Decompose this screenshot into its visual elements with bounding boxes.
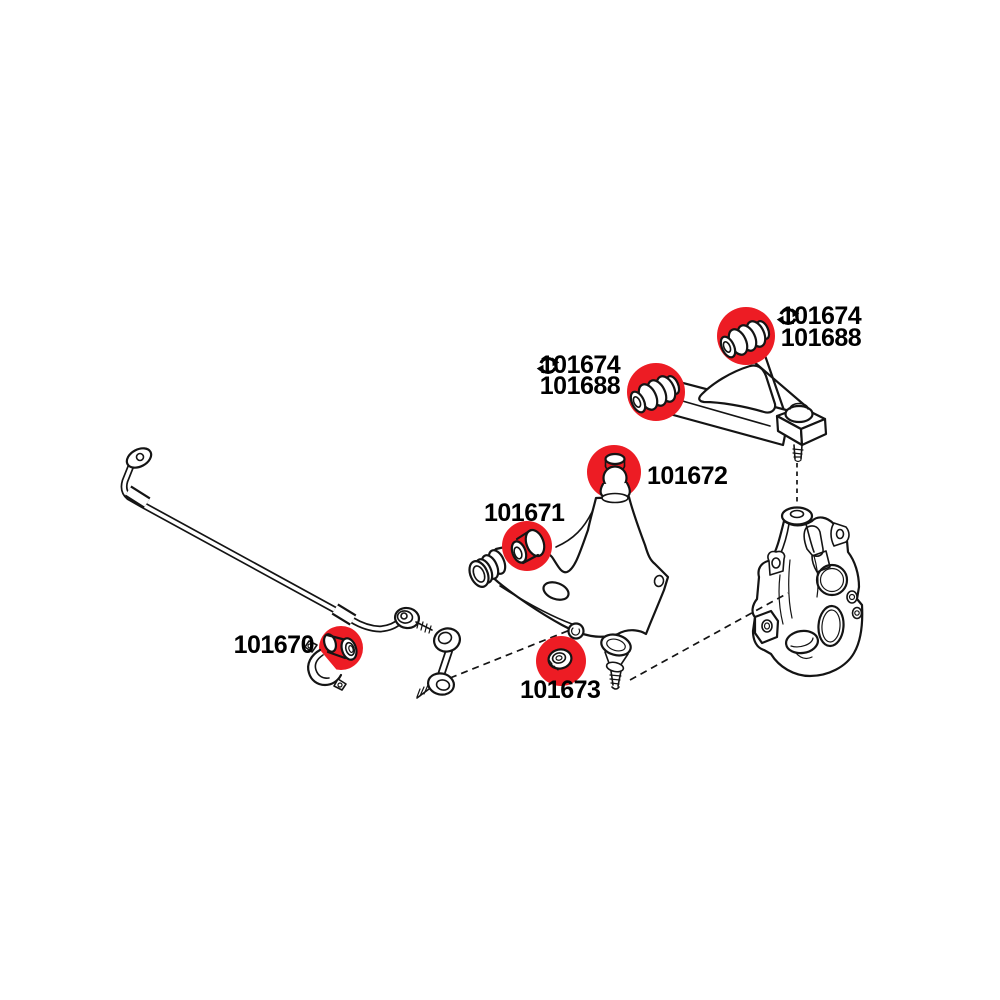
lower-arm-small-hole — [567, 622, 585, 640]
upper-arm-bushing-left-part — [629, 375, 681, 414]
lower-arm-tab-hole — [653, 574, 665, 588]
label-101672: 101672 — [647, 462, 728, 490]
lower-arm-front-bushing-part — [510, 528, 546, 565]
knuckle-top-eyelet — [780, 506, 814, 526]
label-101688-right: 101688 — [780, 324, 862, 352]
lower-arm-bushing-eye — [468, 549, 507, 588]
lower-arm-ball-joint-part — [599, 452, 631, 504]
label-group-upper-arm-right: 101674 101688 — [776, 304, 866, 352]
sway-bar-clamp — [307, 648, 343, 687]
knuckle-bottom-boss — [784, 629, 820, 655]
drop-link — [415, 619, 462, 699]
swap-arrows-icon — [536, 357, 560, 374]
dashed-line-knuckle — [629, 592, 789, 681]
lower-arm-oval-hole — [542, 581, 570, 601]
drop-link-ball-housing — [426, 672, 456, 696]
upper-arm-bushing-right-part — [719, 320, 771, 359]
label-101673: 101673 — [520, 676, 601, 704]
knuckle-lower-bore — [817, 604, 845, 648]
label-101671: 101671 — [484, 499, 565, 527]
lower-arm-ball-stud — [600, 633, 632, 690]
lower-control-arm — [468, 495, 670, 690]
swap-arrows-icon — [776, 308, 800, 325]
knuckle-upper-bore — [815, 563, 849, 597]
drop-link-stud — [416, 688, 430, 699]
steering-knuckle — [751, 506, 864, 678]
upper-arm-ball-joint — [775, 402, 828, 463]
sway-bar-bushing-part — [304, 633, 358, 691]
label-101688-left: 101688 — [539, 372, 621, 400]
lower-arm-nut-part — [547, 648, 573, 671]
drop-link-ball-housing — [432, 627, 462, 653]
sway-bar — [120, 447, 421, 633]
label-group-upper-arm-left: 101674 101688 — [536, 353, 624, 400]
dashed-line-droplink — [449, 627, 576, 679]
label-101670: 101670 — [233, 631, 315, 659]
